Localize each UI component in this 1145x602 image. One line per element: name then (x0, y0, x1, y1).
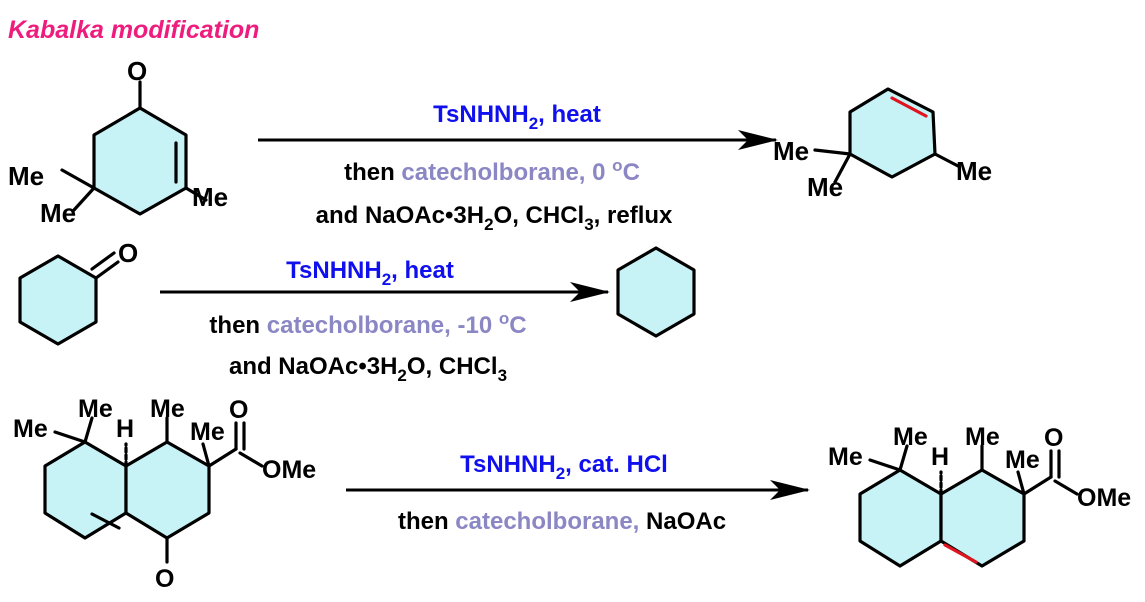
hydrogen-label: H (931, 443, 949, 471)
reagent-text: TsNHNH2, heat (286, 257, 454, 289)
isophorone-reactant: O Me Me Me (8, 56, 228, 228)
hydrogen-label: H (116, 415, 134, 443)
methyl-label: Me (13, 415, 48, 443)
methyl-label: Me (965, 423, 1000, 451)
oxygen-label: O (229, 396, 248, 424)
methyl-label: Me (807, 172, 843, 202)
decalin-ester-product: Me Me H Me Me O OMe (828, 423, 1131, 568)
scheme-title: Kabalka modification (8, 16, 259, 44)
methyl-label: Me (1005, 446, 1040, 474)
conditions-line: then catecholborane, -10 oC (209, 309, 526, 339)
methyl-label: Me (773, 136, 809, 166)
oxygen-label: O (118, 238, 138, 268)
cyclohexane-product (616, 246, 696, 338)
methyl-label: Me (150, 395, 185, 423)
decalone-ester-reactant: Me Me H Me Me O OMe O (13, 395, 316, 593)
conditions-line: then catecholborane, NaOAc (398, 508, 726, 535)
oxygen-label: O (127, 56, 147, 86)
conditions-line: and NaOAc•3H2O, CHCl3, reflux (316, 202, 673, 234)
conditions-line: and NaOAc•3H2O, CHCl3 (229, 353, 507, 385)
trimethylcyclohexene-product: Me Me Me (773, 87, 992, 202)
methyl-label: Me (8, 161, 44, 191)
methyl-label: Me (78, 395, 113, 423)
methoxy-label: OMe (1077, 484, 1131, 512)
methyl-label: Me (893, 423, 928, 451)
methyl-label: Me (190, 418, 225, 446)
reagent-text: TsNHNH2, cat. HCl (460, 451, 668, 483)
methyl-label: Me (192, 182, 228, 212)
methyl-label: Me (828, 443, 863, 471)
oxygen-label: O (1044, 424, 1063, 452)
methoxy-label: OMe (262, 456, 316, 484)
methyl-label: Me (956, 156, 992, 186)
cyclohexanone-reactant: O (18, 238, 138, 346)
methyl-label: Me (40, 198, 76, 228)
oxygen-label: O (155, 565, 174, 593)
reagent-text: TsNHNH2, heat (433, 101, 601, 133)
conditions-line: then catecholborane, 0 oC (344, 156, 640, 186)
